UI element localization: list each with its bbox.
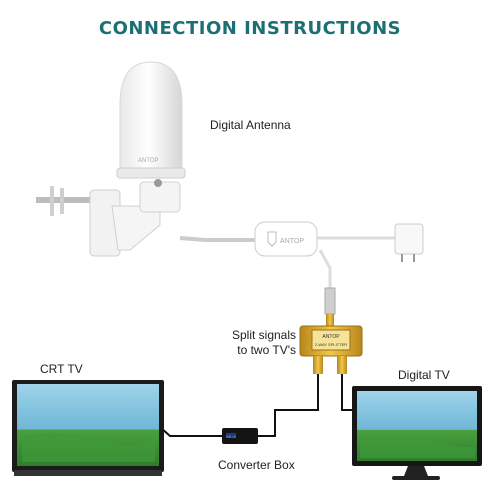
label-split-line-1: Split signals [231,328,296,342]
coax-cable-antenna-to-amplifier [179,236,255,242]
cable-splitter-to-digital-tv [341,372,352,411]
amplifier-logo: ANTOP [280,238,304,245]
amplifier-icon [254,221,318,257]
power-adapter-icon [394,223,424,262]
converter-box-display: 88:8 [226,436,236,440]
label-crt-tv: CRT TV [40,362,83,376]
splitter-icon [299,314,363,374]
antenna-dome-icon [116,61,186,187]
page-title: CONNECTION INSTRUCTIONS [98,18,402,39]
splitter-logo: ANTOP [322,334,340,340]
cable-splitter-to-converter [258,372,319,437]
digital-tv-icon [352,386,482,480]
converter-box-icon [222,428,258,444]
label-converter-box: Converter Box [218,458,295,472]
antenna-logo: ANTOP [138,158,159,164]
splitter-text: 2-WAY SPLITTER [315,342,347,347]
label-split-line-2: to two TV's [237,343,296,357]
label-split-signals: Split signals to two TV's [206,328,296,358]
label-digital-antenna: Digital Antenna [210,118,291,132]
mounting-bracket-icon [36,181,181,257]
coax-connector-icon [324,287,336,315]
label-digital-tv: Digital TV [398,368,450,382]
crt-tv-icon [12,380,164,476]
